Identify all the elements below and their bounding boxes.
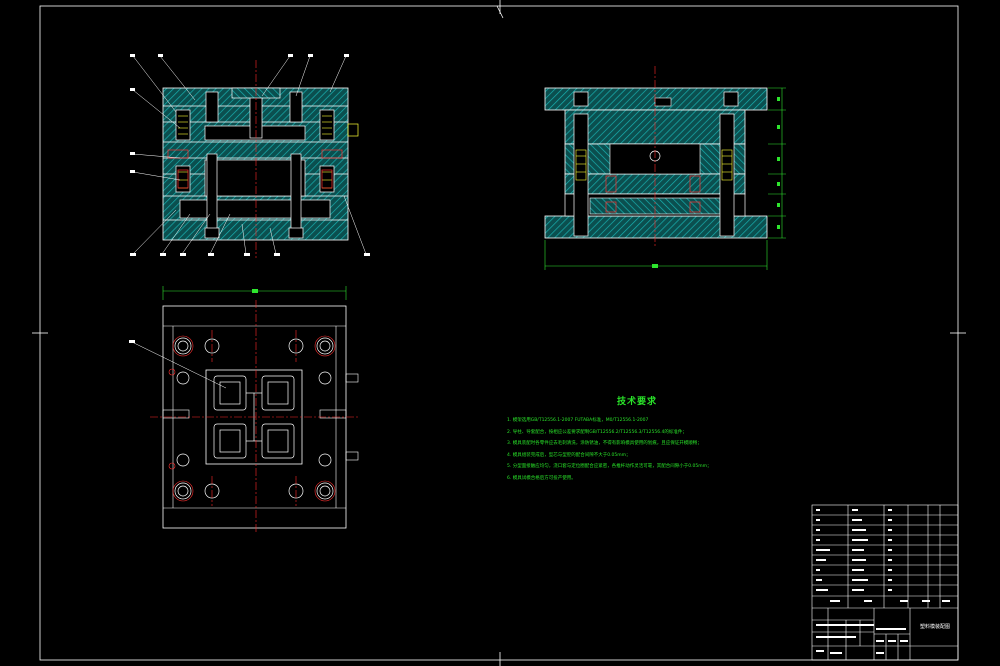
note-item: 6. 模具试模合格后方可投产使用。 xyxy=(507,475,576,481)
drawing-name: 塑料模装配图 xyxy=(920,624,951,630)
drawing-frame xyxy=(32,0,966,666)
technical-requirements: 技术要求 1. 模架选用GB/T12556.1-2007 FUTABA标准，M0… xyxy=(507,394,787,484)
note-item: 1. 模架选用GB/T12556.1-2007 FUTABA标准，M0/T125… xyxy=(507,418,649,423)
notes-title: 技术要求 xyxy=(616,397,657,407)
note-item: 3. 模具装配时各零件应去毛刺清洗，涂防锈油，不得有影响模具使用的划痕，且应保证… xyxy=(507,441,702,446)
title-block xyxy=(811,504,959,661)
title-block-fill-marks xyxy=(816,509,950,654)
note-item: 5. 分型面接触应均匀，浇口套与定位圈配合应紧密，各推杆动作灵活可靠，其配合间隙… xyxy=(507,464,712,469)
front-section-view xyxy=(130,54,370,258)
note-item: 4. 模具组装完成后，型芯与型腔的配合间隙不大于0.05mm； xyxy=(507,452,631,458)
note-item: 2. 导柱、导套配合，按相应公差要求配制GB/T12556.2/T12556.3… xyxy=(507,429,687,435)
side-section-view xyxy=(544,66,786,270)
plan-view xyxy=(129,286,360,534)
